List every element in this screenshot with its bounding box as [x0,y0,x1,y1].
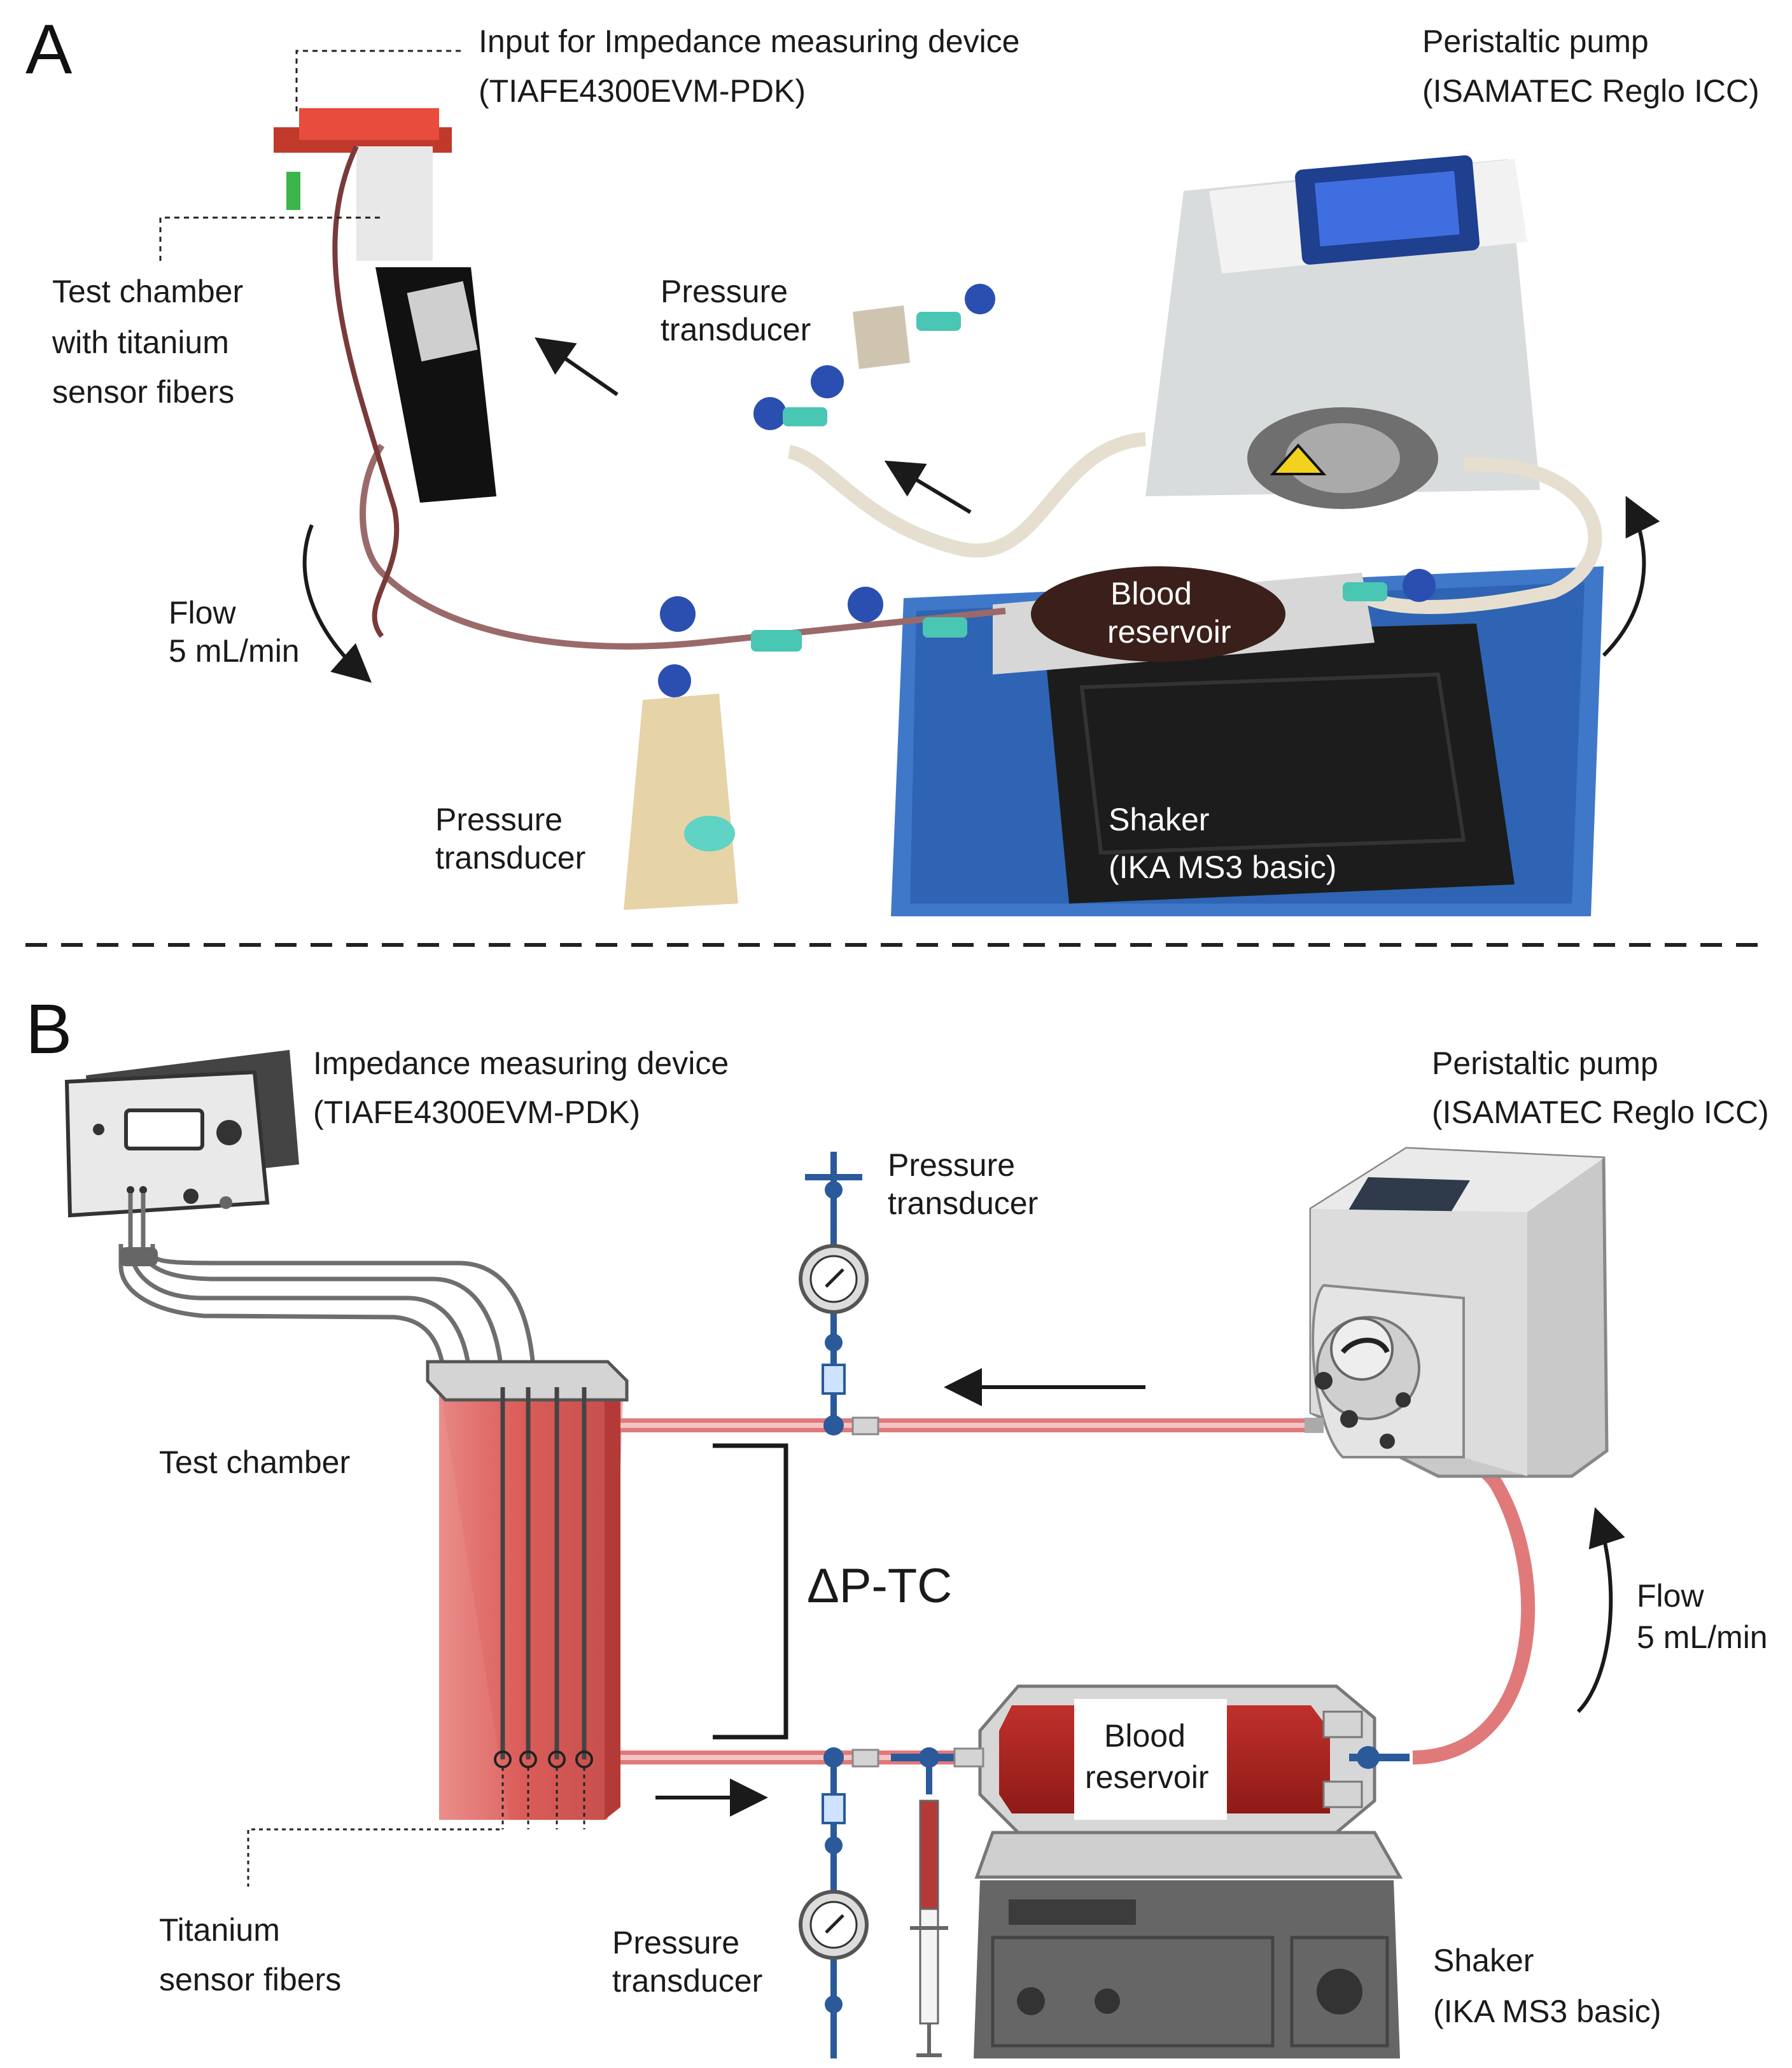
pressure-transducer-schematic-bottom [799,1747,967,2058]
panel-a-arrows [302,337,1660,683]
shaker-plate-a [1044,624,1515,904]
impedance-device-label-2: (TIAFE4300EVM-PDK) [313,1094,640,1130]
panel-b-letter: B [25,990,72,1068]
shaker-label-a-2: (IKA MS3 basic) [1109,849,1336,885]
blood-label-a-1: Blood [1110,576,1192,611]
impedance-device-label-1: Impedance measuring device [313,1045,729,1081]
flow-label-b-1: Flow [1637,1578,1704,1614]
flow-label-a-2: 5 mL/min [169,633,300,669]
pressure-top-label-b-2: transducer [888,1185,1038,1221]
shaker-label-b-2: (IKA MS3 basic) [1433,1994,1661,2029]
titanium-label-1: Titanium [159,1912,280,1948]
shaker-schematic [974,1831,1403,2058]
test-chamber-label-b: Test chamber [159,1444,350,1480]
shaker-label-a-1: Shaker [1109,802,1209,837]
impedance-input-label-1: Input for Impedance measuring device [479,24,1020,59]
panel-a-labels: Input for Impedance measuring device (TI… [52,24,1760,885]
panel-a-photo [274,108,1604,916]
delta-bracket [713,1443,788,1740]
titanium-leader [247,1828,500,1887]
shaker-label-b-1: Shaker [1433,1943,1534,1978]
pressure-transducer-photo-bottom [624,694,738,910]
pressure-bottom-label-b-2: transducer [612,1963,762,1999]
pressure-bottom-label-a-1: Pressure [435,802,563,837]
syringe [910,1799,948,2057]
test-chamber-label-a-1: Test chamber [52,274,243,309]
panel-a-leaders [159,50,465,261]
panel-b-labels: Impedance measuring device (TIAFE4300EVM… [159,1045,1769,2029]
pressure-top-label-a-1: Pressure [661,274,788,309]
pump-label-a-1: Peristaltic pump [1422,24,1649,59]
flow-label-a-1: Flow [169,595,236,631]
panel-a-letter: A [25,10,73,88]
pressure-transducer-photo-top [853,305,910,369]
blood-label-b-2: reservoir [1085,1759,1208,1795]
panel-b-arrows [655,1368,1625,1817]
tubing-a [787,432,1146,558]
flow-label-b-2: 5 mL/min [1637,1619,1768,1655]
blood-reservoir-bag [953,1684,1410,1834]
pressure-transducer-schematic-top [799,1152,879,1436]
pump-label-b-1: Peristaltic pump [1432,1045,1658,1081]
blood-label-a-2: reservoir [1107,614,1231,650]
pressure-top-label-b-1: Pressure [888,1147,1015,1183]
delta-p-tc-label: ΔP-TC [807,1559,952,1613]
pressure-top-label-a-2: transducer [661,312,811,347]
pump-schematic [1305,1147,1609,1478]
test-chamber-label-a-3: sensor fibers [52,374,234,410]
impedance-input-label-2: (TIAFE4300EVM-PDK) [479,73,806,109]
cable-splitter [120,1247,158,1266]
impedance-device [64,1050,299,1218]
pressure-bottom-label-a-2: transducer [435,840,585,876]
blood-label-b-1: Blood [1104,1718,1186,1754]
test-chamber-schematic [426,1360,629,1829]
test-chamber-label-a-2: with titanium [52,325,229,360]
pump-label-a-2: (ISAMATEC Reglo ICC) [1422,73,1760,109]
pressure-bottom-label-b-1: Pressure [612,1925,739,1960]
pump-label-b-2: (ISAMATEC Reglo ICC) [1432,1094,1769,1130]
titanium-label-2: sensor fibers [159,1962,341,1997]
